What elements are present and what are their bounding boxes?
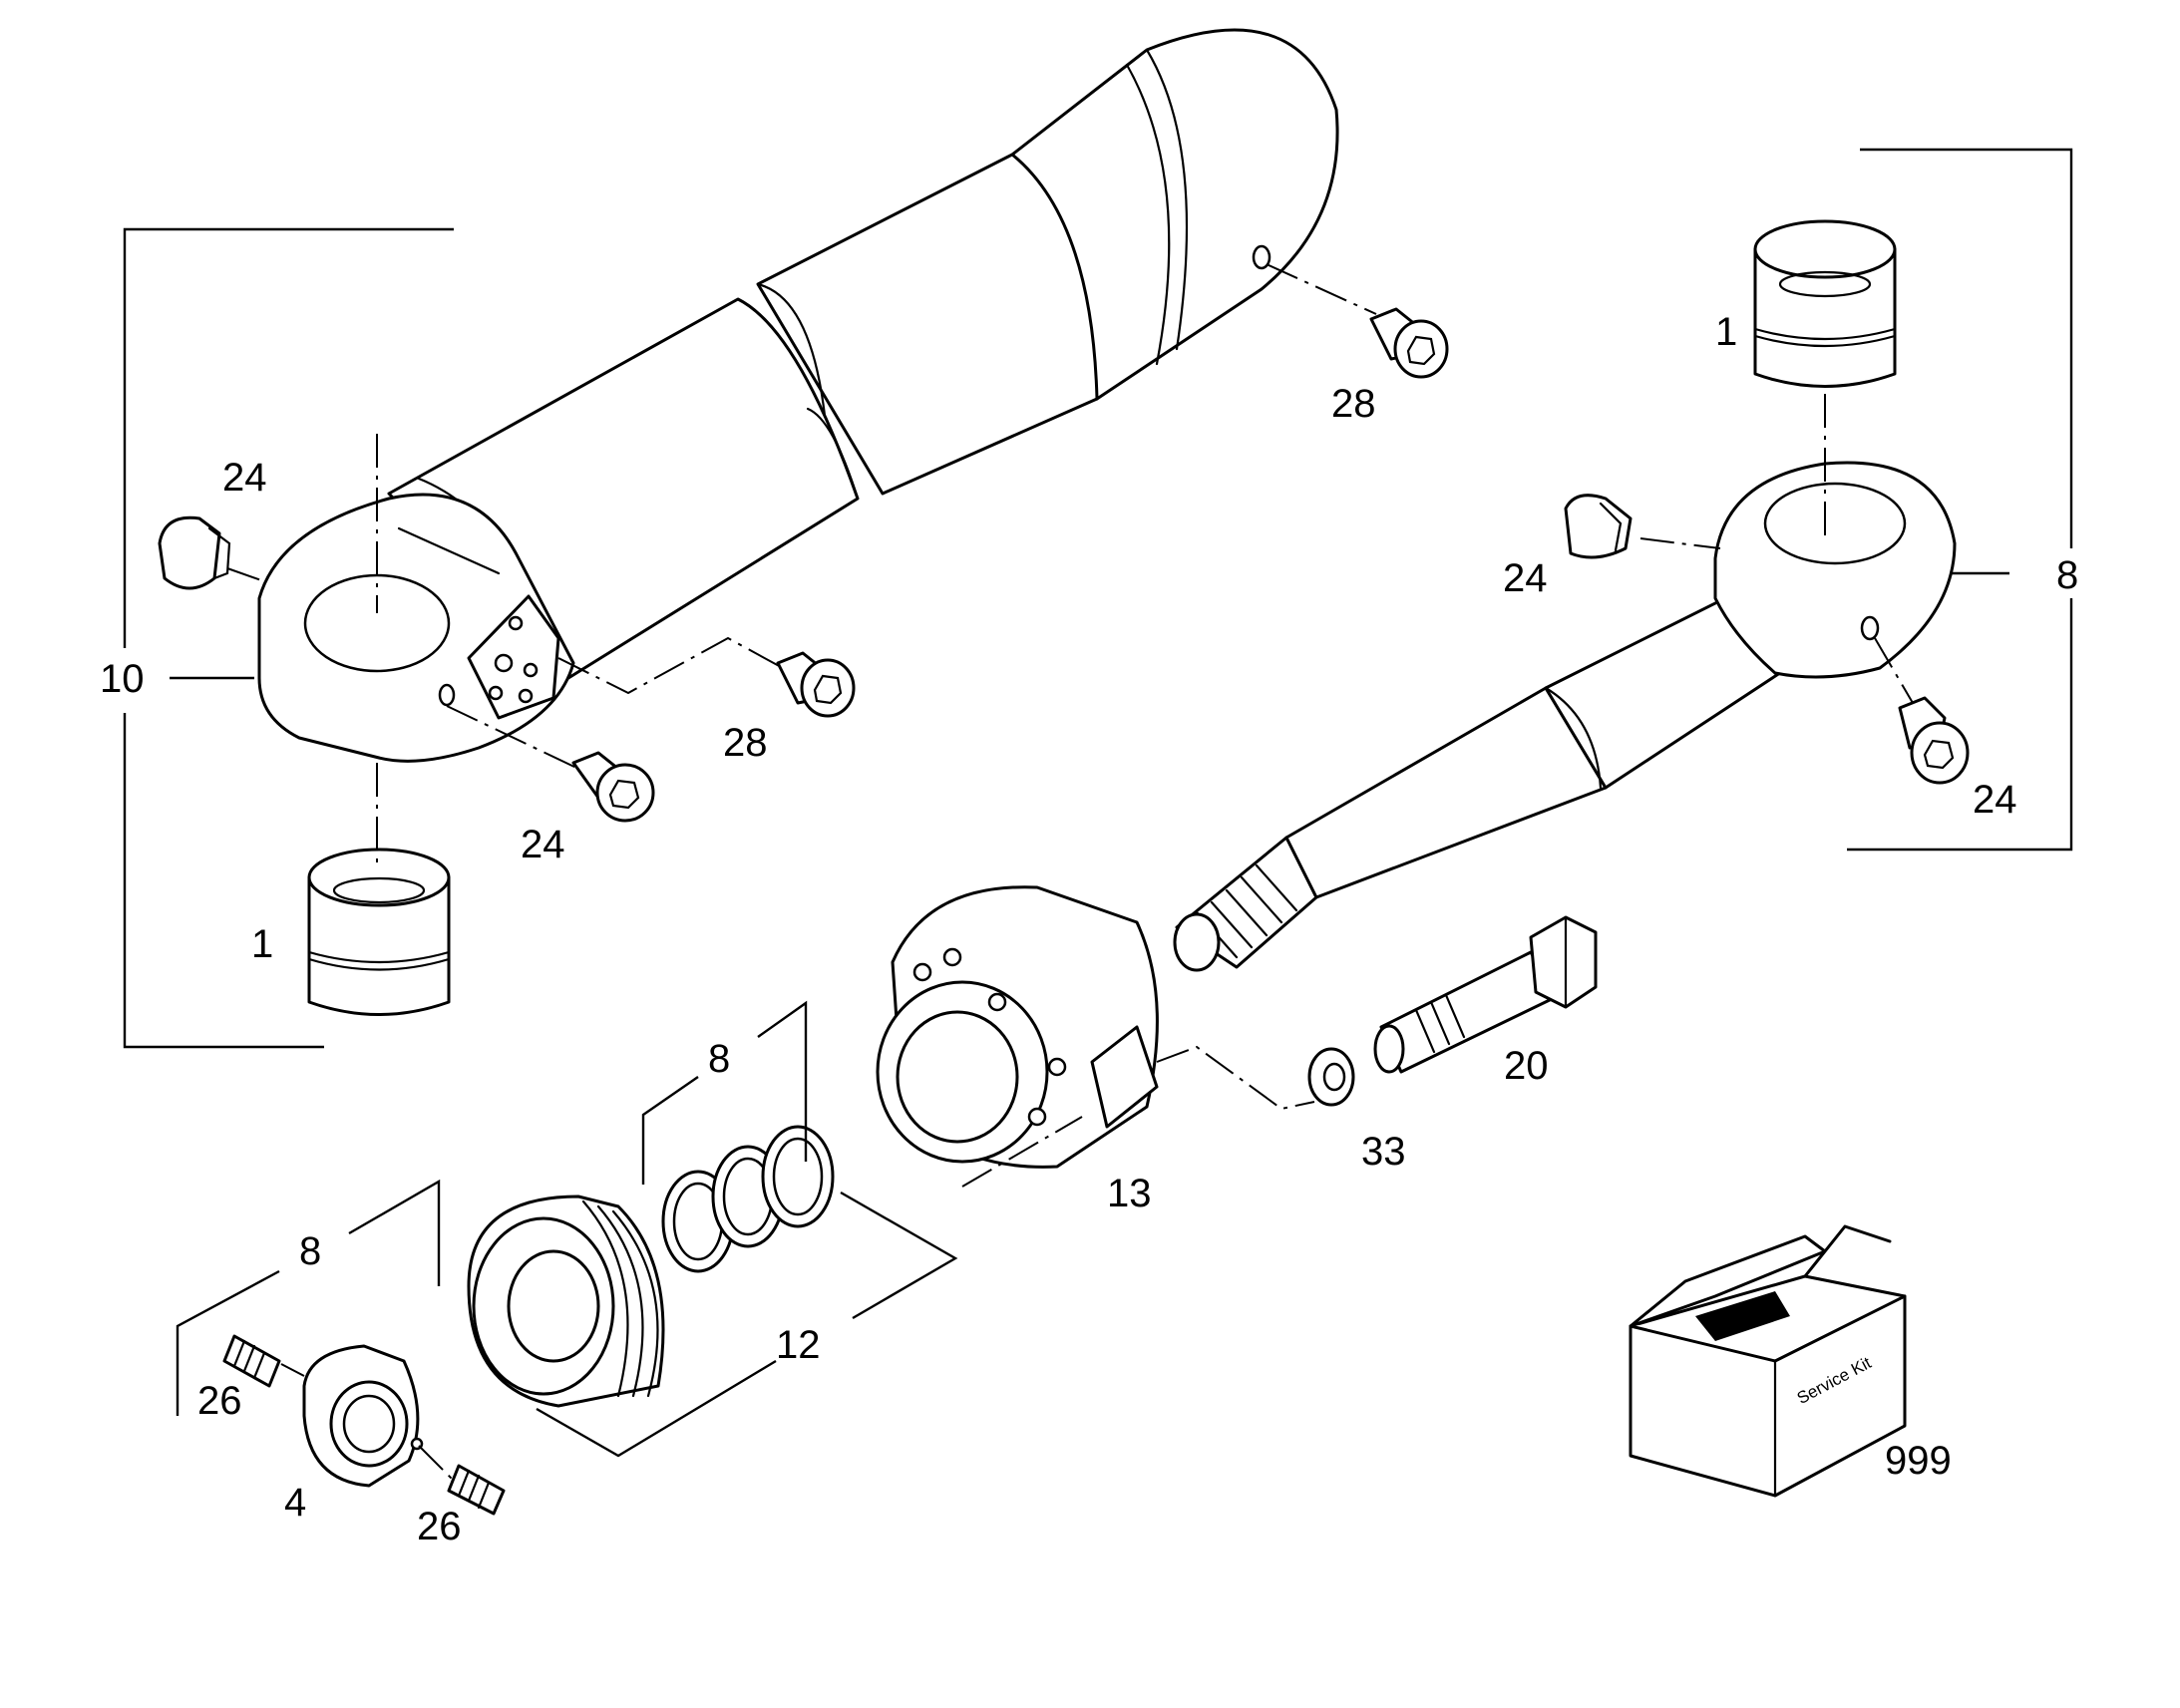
piston-rod — [1173, 461, 1957, 972]
plug-right-upper — [1564, 494, 1633, 559]
plug-bottom-left — [571, 751, 655, 823]
bracket-seals-8 — [641, 1000, 808, 1185]
label-4: 4 — [284, 1481, 306, 1525]
plug-28-mid — [776, 651, 856, 718]
label-28-mid: 28 — [723, 721, 768, 765]
label-10: 10 — [100, 657, 145, 701]
bracket-piston-12 — [536, 1191, 958, 1458]
label-24-bottom-left: 24 — [521, 823, 565, 866]
label-12: 12 — [776, 1323, 821, 1367]
plug-top-left — [158, 515, 231, 590]
center-lines — [226, 263, 1914, 1482]
cylinder-head — [876, 885, 1159, 1169]
lock-nut — [302, 1344, 424, 1488]
cylinder-tube — [257, 28, 1339, 763]
service-kit-box: Service Kit — [1629, 1224, 1907, 1498]
label-999: 999 — [1885, 1439, 1952, 1483]
label-1-right: 1 — [1715, 310, 1737, 354]
label-8-piston: 8 — [708, 1037, 730, 1081]
bracket-nut-8 — [176, 1179, 441, 1416]
label-13: 13 — [1107, 1172, 1152, 1215]
bolt — [1373, 915, 1598, 1074]
washer — [1307, 1047, 1355, 1107]
label-28-top: 28 — [1331, 382, 1376, 426]
callout-labels: 1 1 4 8 8 8 10 12 13 20 24 24 24 24 26 2… — [100, 310, 2078, 1548]
label-8-nut: 8 — [299, 1229, 321, 1273]
label-8-right: 8 — [2056, 553, 2078, 597]
bracket-assembly-10 — [123, 227, 454, 1049]
label-1-left: 1 — [251, 922, 273, 966]
label-33: 33 — [1361, 1130, 1406, 1174]
label-20: 20 — [1504, 1044, 1549, 1088]
piston — [467, 1195, 665, 1408]
label-26-lower: 26 — [417, 1505, 462, 1548]
bushing-right — [1753, 219, 1897, 388]
label-24-right-upper: 24 — [1503, 556, 1548, 600]
set-screw-upper — [222, 1334, 281, 1388]
label-24-top-left: 24 — [222, 456, 267, 500]
label-24-right-lower: 24 — [1973, 778, 2017, 822]
bushing-left — [307, 848, 451, 1016]
label-26-upper: 26 — [197, 1379, 242, 1423]
bracket-assembly-8-right — [1847, 148, 2073, 852]
set-screw-lower — [447, 1464, 506, 1516]
plug-28-top — [1369, 307, 1449, 379]
seal-rings — [661, 1125, 835, 1273]
plug-right-lower — [1898, 696, 1970, 785]
